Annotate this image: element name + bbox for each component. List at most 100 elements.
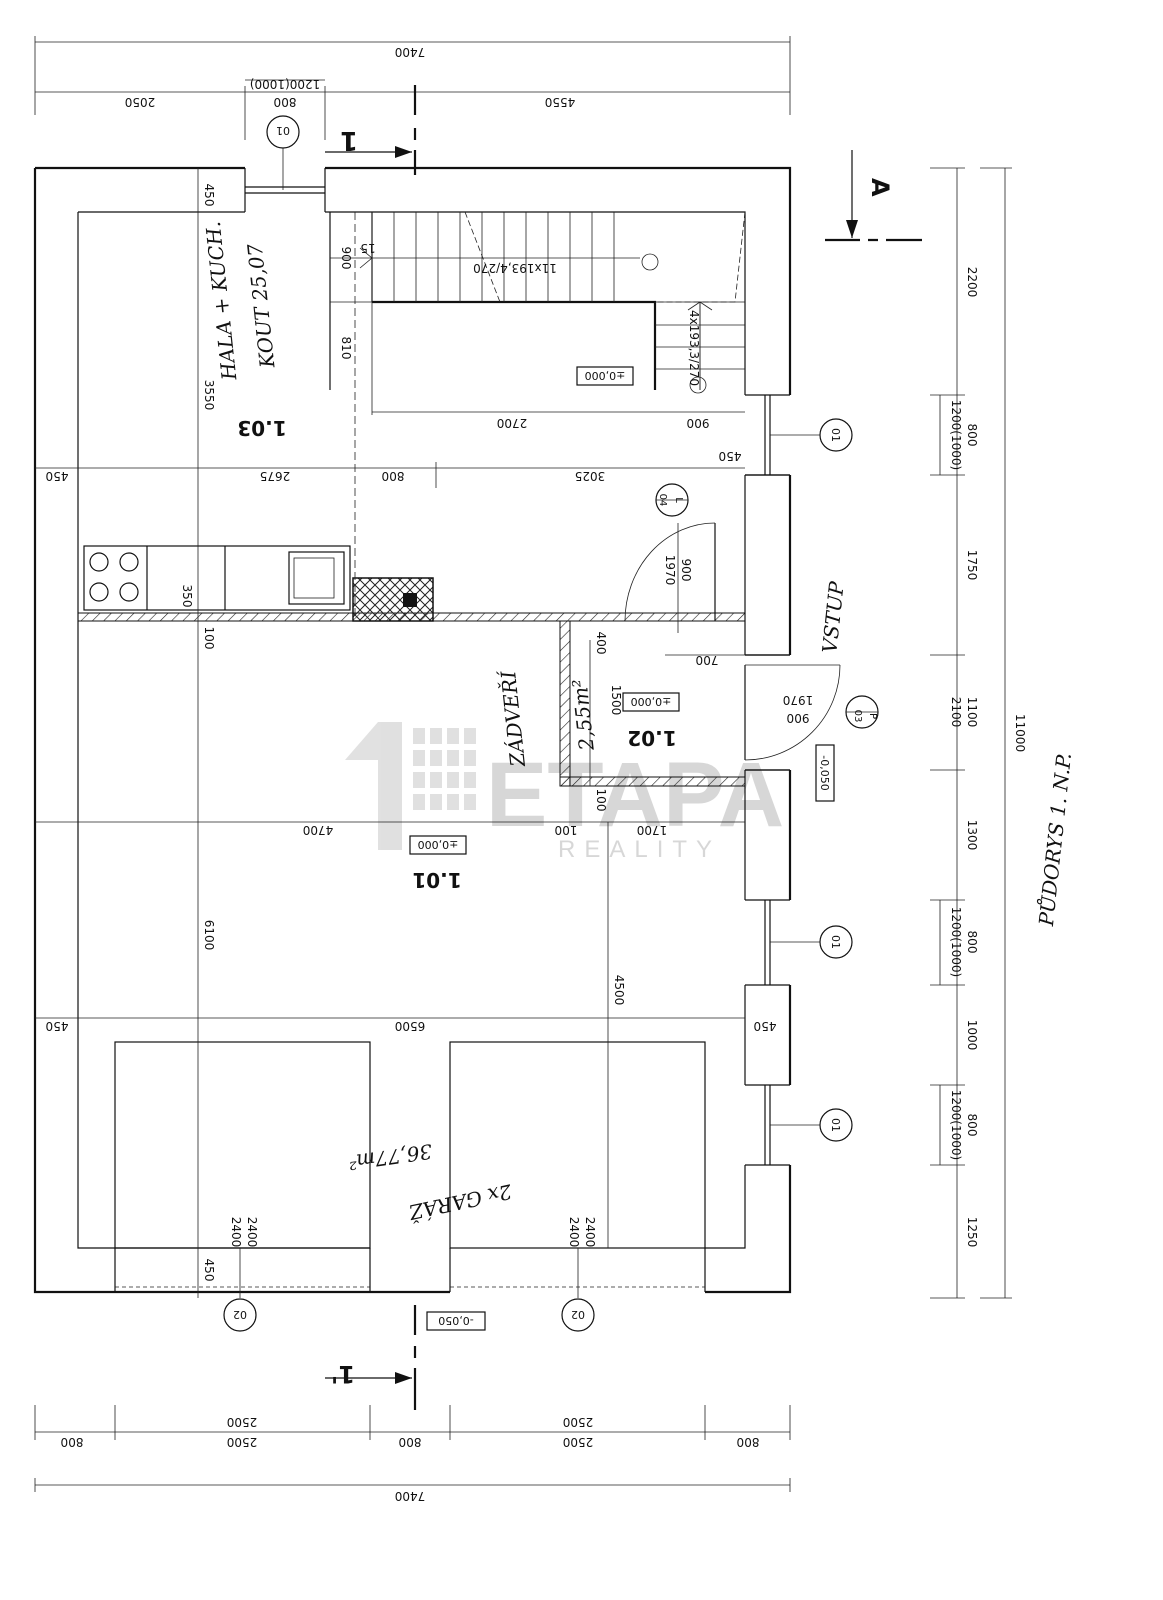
dim-bot-2500a: 2500 (227, 1415, 258, 1429)
dim-top-4550: 4550 (545, 95, 576, 109)
dim-800: 800 (382, 469, 405, 483)
dim-2400d: 2400 (583, 1217, 597, 1248)
dim-bot-800b: 800 (399, 1435, 422, 1449)
dim-bot-2500b: 2500 (563, 1415, 594, 1429)
dim-810: 810 (339, 337, 353, 360)
level-stair: ±0,000 (585, 369, 626, 382)
dim-r-1200b: 1200(1000) (949, 907, 963, 977)
callout-door-2-sub: P (867, 713, 878, 719)
dim-1700: 1700 (637, 823, 668, 837)
dim-3550: 3550 (202, 380, 216, 411)
dim-top-total: 7400 (395, 45, 426, 59)
dim-r-800a: 800 (965, 424, 979, 447)
dim-2400c: 2400 (567, 1217, 581, 1248)
handwritten-notes: HALA + KUCH. KOUT 25,07 ZÁDVEŘÍ 2,55m² 2… (201, 220, 1076, 1224)
section-mark-1-prime: 1' (331, 1360, 355, 1388)
dim-1970b: 1970 (783, 693, 814, 707)
section-mark-a: A (866, 178, 894, 197)
dim-r-800c: 800 (965, 1114, 979, 1137)
dim-2400a: 2400 (229, 1217, 243, 1248)
note-zadveri-area: 2,55m² (567, 678, 598, 753)
dim-3025: 3025 (575, 469, 606, 483)
dim-450b: 450 (719, 449, 742, 463)
staircase (329, 211, 746, 394)
callout-door-1-sub: L (673, 497, 684, 503)
dim-6100: 6100 (202, 920, 216, 951)
dim-bot-2500b2: 2500 (563, 1435, 594, 1449)
note-vstup: VSTUP (817, 580, 848, 654)
callout-window-top: 01 (276, 124, 290, 137)
dim-400: 400 (594, 632, 608, 655)
dim-100a: 100 (202, 627, 216, 650)
callout-door-1: 04 (657, 494, 668, 507)
dim-2700: 2700 (497, 416, 528, 430)
dim-r-1200c: 1200(1000) (949, 1090, 963, 1160)
dimension-texts: 7400 2050 800 1200(1000) 4550 800 2500 2… (46, 45, 1027, 1503)
dim-r-11000: 11000 (1013, 714, 1027, 752)
dim-15: 15 (360, 241, 375, 255)
dim-bot-2500a2: 2500 (227, 1435, 258, 1449)
dim-2400b: 2400 (245, 1217, 259, 1248)
watermark-sub: REALITY (558, 836, 721, 863)
dim-bot-800a: 800 (61, 1435, 84, 1449)
dim-4500: 4500 (612, 975, 626, 1006)
dim-900a: 900 (339, 247, 353, 270)
dim-bot-800c: 800 (737, 1435, 760, 1449)
dim-r-1300: 1300 (965, 820, 979, 851)
callout-garage-1: 02 (233, 1308, 247, 1321)
dim-r-1100: 1100 (965, 697, 979, 728)
dim-2675: 2675 (260, 469, 291, 483)
dim-900b: 900 (687, 416, 710, 430)
dim-4700: 4700 (303, 823, 334, 837)
callout-garage-2: 02 (571, 1308, 585, 1321)
room-labels: 1.03 1.02 1.01 (237, 416, 676, 892)
dim-r-800b: 800 (965, 931, 979, 954)
dim-900c: 900 (679, 559, 693, 582)
note-garaz: 2x GARÁŽ (406, 1179, 515, 1225)
note-hala-kuchyn: HALA + KUCH. (201, 220, 242, 382)
dim-450f: 450 (202, 1259, 216, 1282)
dim-100b: 100 (594, 789, 608, 812)
callout-window-r1: 01 (829, 428, 842, 442)
dim-top-2050: 2050 (125, 95, 156, 109)
dim-450d: 450 (46, 1019, 69, 1033)
dim-stair-run: 11x193,4/270 (473, 261, 557, 275)
dim-stair-run-2: 4x193,3/270 (687, 310, 701, 386)
dim-100c: 100 (555, 823, 578, 837)
dim-r-2100: 2100 (949, 697, 963, 728)
callout-window-r2: 01 (829, 935, 842, 949)
dim-top-800: 800 (274, 95, 297, 109)
level-garage: -0,050 (438, 1314, 473, 1327)
callout-window-r3: 01 (829, 1118, 842, 1132)
note-kout-area: KOUT 25,07 (243, 242, 280, 370)
dim-1970a: 1970 (663, 555, 677, 586)
level-hall: ±0,000 (418, 838, 459, 851)
note-pudorys-title: PŮDORYS 1. N.P. (1033, 751, 1076, 928)
room-number-1-01: 1.01 (412, 868, 461, 892)
dim-1500: 1500 (609, 685, 623, 716)
walls (33, 166, 792, 1294)
doors (624, 522, 841, 771)
dim-top-1200: 1200(1000) (250, 77, 320, 91)
callouts: 01 01 01 01 02 02 04 L 03 P (223, 115, 879, 1332)
dim-r-1000: 1000 (965, 1020, 979, 1051)
room-number-1-02: 1.02 (627, 726, 676, 750)
level-entrance: -0,050 (818, 755, 831, 790)
dimension-lines (34, 36, 1012, 1492)
dim-450e: 450 (754, 1019, 777, 1033)
dim-900d: 900 (787, 711, 810, 725)
section-mark-1: 1 (340, 125, 358, 155)
dim-bot-total: 7400 (395, 1489, 426, 1503)
dim-450a: 450 (202, 184, 216, 207)
dim-350: 350 (180, 585, 194, 608)
dim-6500: 6500 (395, 1019, 426, 1033)
level-vestibule: ±0,000 (631, 695, 672, 708)
dim-r-2200: 2200 (965, 267, 979, 298)
dim-700: 700 (696, 653, 719, 667)
dim-r-1200a: 1200(1000) (949, 400, 963, 470)
level-markers: ±0,000 ±0,000 ±0,000 -0,050 -0,050 (409, 366, 835, 1331)
section-marks: 1 1' A (325, 85, 922, 1410)
dim-450c: 450 (46, 469, 69, 483)
watermark-brand: ETAPA (486, 744, 784, 846)
